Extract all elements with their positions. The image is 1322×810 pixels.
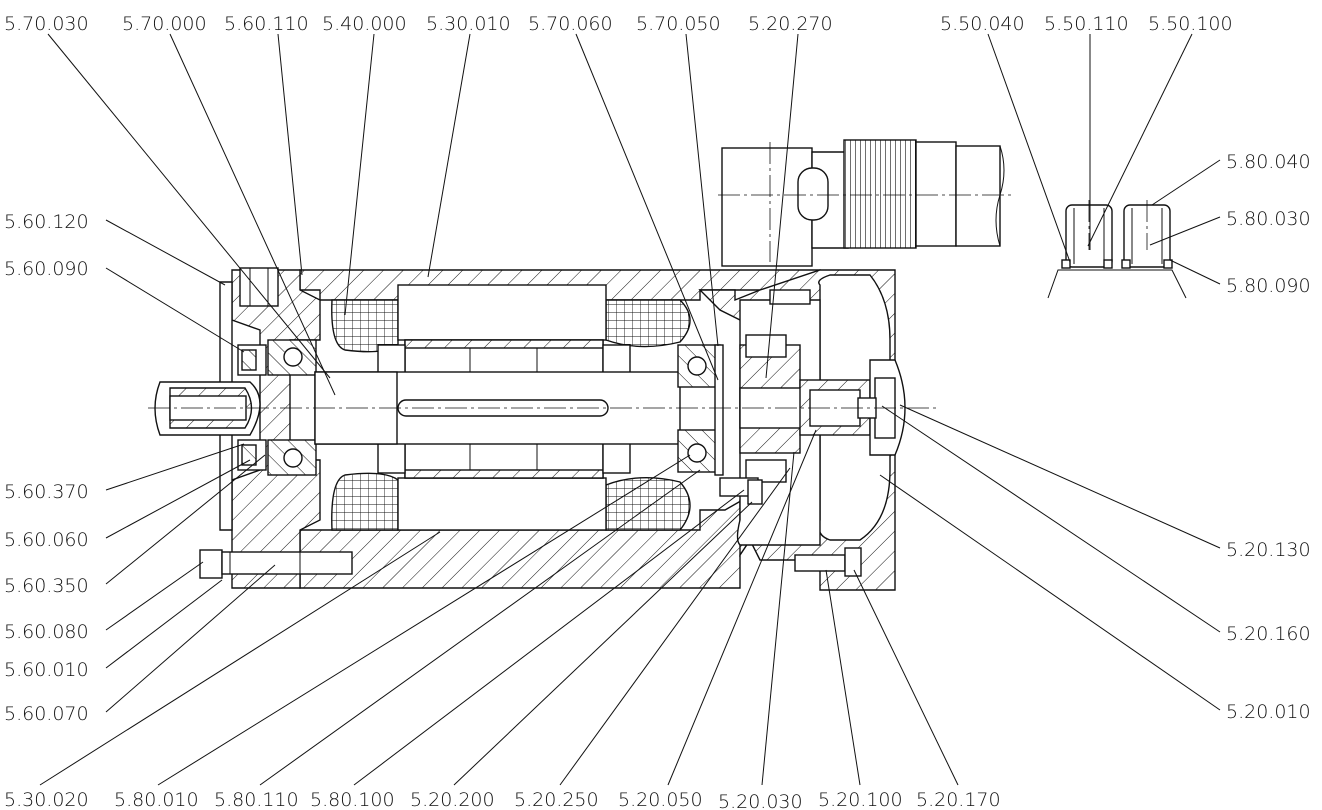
label-bottom-6: 5.20.250 (514, 789, 599, 810)
label-left-4: 5.60.060 (4, 529, 89, 551)
label-right-2: 5.80.030 (1226, 208, 1311, 230)
winding-bottom-left (331, 472, 399, 531)
label-bottom-4: 5.80.100 (310, 789, 395, 810)
label-bottom-3: 5.80.110 (214, 789, 299, 810)
label-top-2: 5.70.000 (122, 13, 207, 35)
brake-bolt (794, 547, 862, 577)
winding-top-left (331, 299, 399, 353)
label-left-6: 5.60.080 (4, 621, 89, 643)
terminal-detail (1047, 200, 1187, 299)
tie-bolt (199, 549, 353, 579)
label-left-5: 5.60.350 (4, 575, 89, 597)
label-top-9: 5.50.040 (940, 13, 1025, 35)
terminal-block (239, 267, 279, 307)
label-bottom-7: 5.20.050 (618, 789, 703, 810)
leader-lines (39, 33, 1221, 786)
label-top-3: 5.60.110 (224, 13, 309, 35)
winding-top-right (605, 299, 691, 348)
label-right-6: 5.20.010 (1226, 701, 1311, 723)
label-left-2: 5.60.090 (4, 258, 89, 280)
label-top-11: 5.50.100 (1148, 13, 1233, 35)
motor-body (148, 139, 1012, 591)
label-bottom-5: 5.20.200 (410, 789, 495, 810)
label-right-5: 5.20.160 (1226, 623, 1311, 645)
labels: 5.70.030 5.70.000 5.60.110 5.40.000 5.30… (4, 13, 1311, 810)
label-left-8: 5.60.070 (4, 703, 89, 725)
winding-bottom-right (605, 476, 691, 531)
brake-bolt-top (769, 289, 811, 305)
label-left-1: 5.60.120 (4, 211, 89, 233)
label-bottom-10: 5.20.170 (916, 789, 1001, 810)
label-top-5: 5.30.010 (426, 13, 511, 35)
label-top-4: 5.40.000 (322, 13, 407, 35)
label-top-10: 5.50.110 (1044, 13, 1129, 35)
label-right-4: 5.20.130 (1226, 539, 1311, 561)
connector (721, 139, 1005, 267)
stator-core-top (397, 284, 607, 341)
label-top-8: 5.20.270 (748, 13, 833, 35)
label-bottom-2: 5.80.010 (114, 789, 199, 810)
label-bottom-9: 5.20.100 (818, 789, 903, 810)
label-left-3: 5.60.370 (4, 481, 89, 503)
connector-knurl (843, 139, 917, 249)
label-right-1: 5.80.040 (1226, 151, 1311, 173)
label-top-7: 5.70.050 (636, 13, 721, 35)
label-bottom-1: 5.30.020 (4, 789, 89, 810)
label-top-1: 5.70.030 (4, 13, 89, 35)
label-bottom-8: 5.20.030 (718, 791, 803, 810)
label-top-6: 5.70.060 (528, 13, 613, 35)
stator-core-bottom (397, 477, 607, 531)
label-left-7: 5.60.010 (4, 659, 89, 681)
label-right-3: 5.80.090 (1226, 275, 1311, 297)
brake-screw (719, 477, 763, 505)
